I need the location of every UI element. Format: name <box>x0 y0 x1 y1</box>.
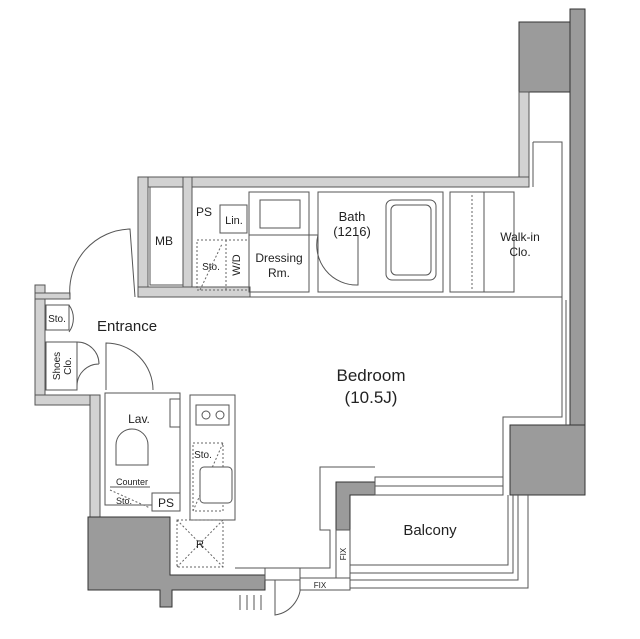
balcony-railing <box>350 495 529 589</box>
structural-column-bottom <box>509 424 586 496</box>
outer-right-wall <box>569 8 586 496</box>
label-sto-lav: Sto. <box>116 496 132 506</box>
label-ps-bottom: PS <box>158 496 174 510</box>
sto-entrance-box <box>45 304 70 331</box>
cooktop <box>195 404 230 426</box>
bathtub <box>385 199 437 281</box>
label-shoes: Shoes <box>52 352 63 380</box>
label-dressing: Dressing <box>255 251 302 265</box>
label-sto-dressing: Sto. <box>202 262 220 273</box>
structural-column-top <box>518 21 571 93</box>
label-counter: Counter <box>116 477 148 487</box>
label-entrance: Entrance <box>97 318 157 335</box>
fix-window-horizontal <box>299 577 351 591</box>
label-sto-kitchen: Sto. <box>194 450 212 461</box>
wall-top <box>144 176 530 188</box>
label-wd: W/D <box>231 254 243 275</box>
label-bath: Bath <box>339 209 366 224</box>
lav-room <box>104 392 181 506</box>
dressing-room <box>248 191 310 293</box>
label-walkin: Walk-in <box>500 230 540 244</box>
wall-entrance-top <box>34 292 71 300</box>
label-fix-horizontal: FIX <box>314 581 327 590</box>
balcony-door <box>274 579 301 616</box>
toilet <box>115 428 149 466</box>
label-balcony: Balcony <box>403 522 457 539</box>
bedroom-right-wall <box>502 141 563 482</box>
shoes-closet <box>45 341 78 391</box>
wall-mb-right <box>182 176 193 298</box>
label-mb: MB <box>155 234 173 248</box>
bath-door <box>316 234 359 286</box>
label-bedroom-size: (10.5J) <box>345 388 398 407</box>
structure-lower-left <box>87 516 266 608</box>
label-sto-entrance: Sto. <box>48 314 66 325</box>
wall-right-inner <box>518 91 530 188</box>
exterior-steps <box>239 595 262 610</box>
kitchen <box>189 394 236 521</box>
label-walkin-clo: Clo. <box>509 245 530 259</box>
label-fridge: R <box>196 539 204 551</box>
label-ps-top: PS <box>196 205 212 219</box>
wall-lav-left <box>89 394 101 518</box>
label-fix-vertical: FIX <box>339 547 348 560</box>
label-dressing-rm: Rm. <box>268 266 290 280</box>
kitchen-sink <box>199 466 233 504</box>
wall-service-bottom <box>137 286 251 298</box>
structure-balcony-corner <box>335 481 376 531</box>
wall-mb-left <box>137 176 149 298</box>
label-lin: Lin. <box>225 215 243 227</box>
fridge-space <box>176 519 224 568</box>
entrance-door <box>69 228 136 298</box>
lav-door <box>105 342 154 391</box>
label-bath-size: (1216) <box>333 224 371 239</box>
walkin-closet <box>449 191 515 293</box>
sink <box>259 199 301 229</box>
label-lav: Lav. <box>128 412 150 426</box>
label-shoes-clo: Clo. <box>63 357 74 375</box>
label-bedroom: Bedroom <box>337 366 406 385</box>
lin-box <box>219 204 248 234</box>
mb-box <box>149 186 184 286</box>
wall-entrance-left <box>34 284 46 406</box>
